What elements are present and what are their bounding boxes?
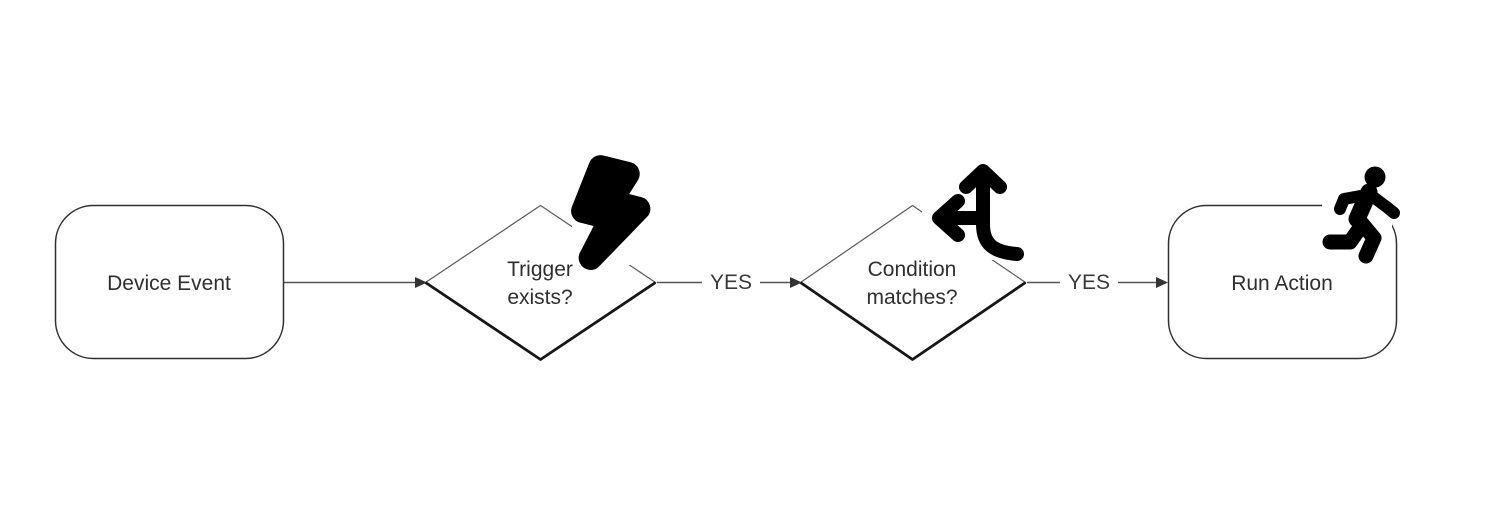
device-event-label: Device Event: [107, 272, 231, 295]
condition-matches-label: Condition matches?: [866, 256, 957, 312]
device-event-node: [54, 204, 285, 360]
lightning-bolt-icon: [571, 155, 652, 270]
edge-label-yes-1: YES: [701, 271, 761, 295]
arrowhead-icon: [415, 277, 427, 288]
trigger-exists-label: Trigger exists?: [507, 256, 573, 312]
edge-device-event-to-trigger: [284, 277, 427, 288]
condition-matches-label-line2: matches?: [866, 286, 958, 309]
condition-matches-diamond: [799, 204, 1027, 361]
edge-label-yes-2: YES: [1059, 271, 1119, 295]
trigger-exists-label-line1: Trigger: [507, 258, 573, 281]
arrowhead-icon: [1156, 277, 1168, 288]
condition-matches-label-line1: Condition: [867, 258, 957, 281]
diamond-shadow-edge: [799, 281, 1027, 361]
trigger-exists-label-line2: exists?: [507, 286, 573, 309]
split-arrows-icon: [922, 162, 1024, 261]
arrowhead-icon: [790, 277, 802, 288]
run-action-label: Run Action: [1231, 272, 1333, 295]
diamond-shadow-edge: [424, 281, 657, 361]
running-person-icon: [1322, 160, 1400, 266]
